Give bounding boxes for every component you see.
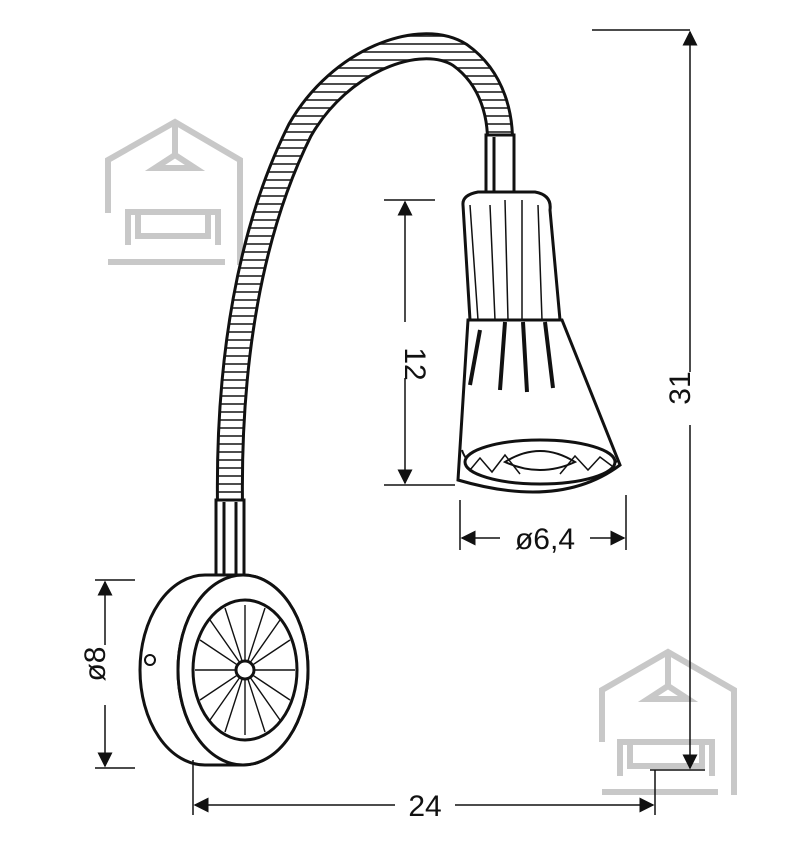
dimension-lines <box>95 29 705 815</box>
wall-base <box>138 573 310 767</box>
house-logo-icon <box>599 648 737 795</box>
dimension-label-shade-diameter: ø6,4 <box>515 523 575 556</box>
dimension-label-width: 24 <box>408 790 441 823</box>
lamp-shade <box>456 190 622 494</box>
arm-collar <box>214 133 516 582</box>
dimension-label-height: 31 <box>664 371 697 404</box>
gooseneck-arm <box>215 32 514 506</box>
dimension-label-base-diameter: ø8 <box>79 646 112 681</box>
dimension-label-shade-length: 12 <box>398 347 431 380</box>
house-logo-icon <box>105 118 243 265</box>
